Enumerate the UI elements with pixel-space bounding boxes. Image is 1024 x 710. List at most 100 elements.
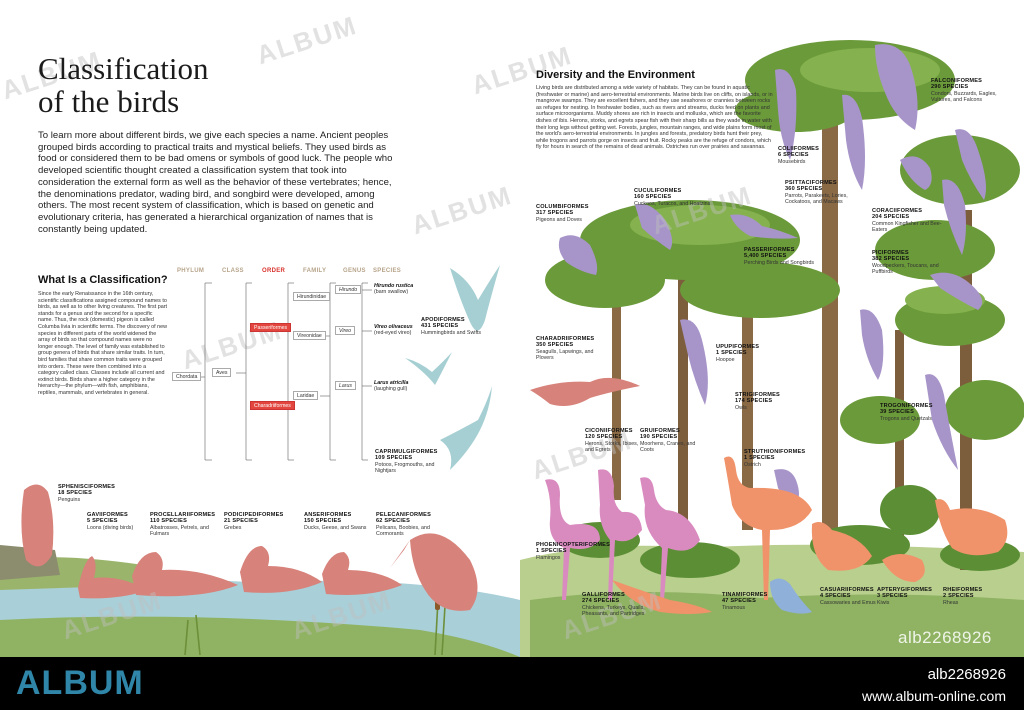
order-count: 204 SPECIES <box>872 214 910 221</box>
order-count: 47 SPECIES <box>722 598 757 605</box>
order-description: Owls <box>735 404 747 411</box>
order-count: 190 SPECIES <box>640 434 678 441</box>
order-description: Penguins <box>58 496 81 503</box>
order-name: CAPRIMULGIFORMES <box>375 449 438 455</box>
tree-node-order: Passeriformes <box>250 323 292 332</box>
order-count: 350 SPECIES <box>536 342 574 349</box>
order-count: 62 SPECIES <box>376 518 411 525</box>
order-description: Kiwis <box>877 599 890 606</box>
order-name: COLIIFORMES <box>778 146 820 152</box>
section-text: Living birds are distributed among a wid… <box>536 85 773 151</box>
order-count: 3 SPECIES <box>877 593 908 600</box>
order-count: 274 SPECIES <box>582 598 620 605</box>
order-count: 4 SPECIES <box>820 593 851 600</box>
order-description: Chickens, Turkeys, Quails, Pheasants, an… <box>582 604 645 617</box>
header-class: CLASS <box>222 268 244 274</box>
header-phylum: PHYLUM <box>177 268 205 274</box>
image-id-watermark: alb2268926 <box>898 628 992 647</box>
order-count: 6 SPECIES <box>778 152 809 159</box>
order-count: 5,400 SPECIES <box>744 253 787 260</box>
section-heading: What Is a Classification? <box>38 274 168 286</box>
order-name: CASUARIIFORMES <box>820 587 874 593</box>
tree-node-order: Charadriiformes <box>250 401 295 410</box>
order-name: PSITTACIFORMES <box>785 180 837 186</box>
order-count: 21 SPECIES <box>224 518 259 525</box>
order-description: Rheas <box>943 599 959 606</box>
order-count: 110 SPECIES <box>150 518 188 525</box>
tree-node-genus: Hirundo <box>335 285 362 294</box>
tree-node-family: Vireonidae <box>293 331 326 340</box>
order-count: 120 SPECIES <box>585 434 623 441</box>
order-description: Potoos, Frogmouths, and Nightjars <box>375 461 435 474</box>
order-count: 431 SPECIES <box>421 323 459 330</box>
tree-species: Larus atricilla(laughing gull) <box>374 380 409 393</box>
tree-node-class: Aves <box>212 368 232 377</box>
order-count: 109 SPECIES <box>375 455 413 462</box>
page-title: Classification of the birds <box>38 51 209 119</box>
order-description: Seagulls, Lapwings, and Plovers <box>536 348 594 361</box>
tree-node-genus: Vireo <box>335 326 356 335</box>
order-name: PASSERIFORMES <box>744 247 795 253</box>
order-name: TROGONIFORMES <box>880 403 933 409</box>
order-count: 1 SPECIES <box>716 350 747 357</box>
order-count: 1 SPECIES <box>744 455 775 462</box>
order-name: TINAMIFORMES <box>722 592 768 598</box>
order-name: UPUPIFORMES <box>716 344 760 350</box>
order-name: RHEIFORMES <box>943 587 983 593</box>
order-description: Moorhens, Cranes, and Coots <box>640 440 696 453</box>
header-family: FAMILY <box>303 268 327 274</box>
order-description: Hummingbirds and Swifts <box>421 329 482 336</box>
order-description: Cassowaries and Emus <box>820 599 876 606</box>
order-name: PHOENICOPTERIFORMES <box>536 542 611 548</box>
order-description: Condors, Buzzards, Eagles, Vultures, and… <box>931 90 997 103</box>
order-name: CICONIIFORMES <box>585 428 633 434</box>
tree-node-family: Laridae <box>293 391 319 400</box>
order-name: FALCONIFORMES <box>931 78 983 84</box>
site-url: www.album-online.com <box>862 688 1006 704</box>
order-name: GALLIFORMES <box>582 592 625 598</box>
order-count: 39 SPECIES <box>880 409 915 416</box>
order-name: GRUIFORMES <box>640 428 680 434</box>
order-count: 5 SPECIES <box>87 518 118 525</box>
order-description: Albatrosses, Petrels, and Fulmars <box>150 524 209 537</box>
order-description: Common Kingfisher and Bee-Eaters <box>872 220 942 233</box>
order-count: 160 SPECIES <box>634 194 672 201</box>
order-name: CHARADRIIFORMES <box>536 336 595 342</box>
section-text: Since the early Renaissance in the 16th … <box>38 291 168 396</box>
order-name: CORACIIFORMES <box>872 208 923 214</box>
order-description: Parrots, Parakeets, Lories, Cockatoos, a… <box>785 192 848 205</box>
order-name: CUCULIFORMES <box>634 188 682 194</box>
header-order: ORDER <box>262 268 286 274</box>
order-name: PELECANIFORMES <box>376 512 432 518</box>
order-count: 150 SPECIES <box>304 518 342 525</box>
order-count: 360 SPECIES <box>785 186 823 193</box>
order-name: ANSERIFORMES <box>304 512 352 518</box>
order-name: APTERYGIFORMES <box>877 587 933 593</box>
order-name: COLUMBIFORMES <box>536 204 589 210</box>
order-count: 317 SPECIES <box>536 210 574 217</box>
